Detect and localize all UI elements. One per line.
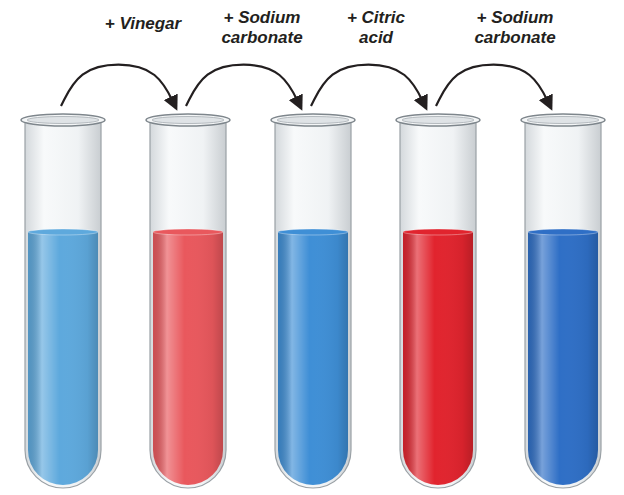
transfer-arrow xyxy=(186,65,301,108)
liquid-surface xyxy=(278,229,348,235)
liquid-shine xyxy=(278,232,348,485)
tube-rim xyxy=(21,114,105,126)
tube-mouth xyxy=(27,117,99,124)
test-tube xyxy=(396,114,480,488)
transfer-arrow xyxy=(61,65,176,108)
test-tube xyxy=(521,114,605,488)
reagent-label: + Sodium carbonate xyxy=(460,8,570,47)
tube-rim xyxy=(146,114,230,126)
tube-mouth xyxy=(152,117,224,124)
tube-mouth xyxy=(527,117,599,124)
reagent-label: + Vinegar xyxy=(83,14,203,34)
liquid-surface xyxy=(153,229,223,235)
tube-liquid xyxy=(528,232,598,485)
transfer-arrow xyxy=(311,65,426,108)
tube-mouth xyxy=(277,117,349,124)
tube-rim xyxy=(396,114,480,126)
test-tube xyxy=(271,114,355,488)
test-tube xyxy=(21,114,105,488)
liquid-surface xyxy=(528,229,598,235)
tube-glass xyxy=(400,120,476,488)
tube-liquid xyxy=(153,232,223,485)
tube-rim xyxy=(521,114,605,126)
liquid-surface xyxy=(403,229,473,235)
tube-rim xyxy=(271,114,355,126)
tube-glass xyxy=(525,120,601,488)
tube-liquid xyxy=(28,232,98,485)
tube-mouth xyxy=(402,117,474,124)
liquid-shine xyxy=(528,232,598,485)
liquid-shine xyxy=(153,232,223,485)
liquid-shine xyxy=(403,232,473,485)
tube-liquid xyxy=(278,232,348,485)
reagent-label: + Sodium carbonate xyxy=(207,8,317,47)
test-tube xyxy=(146,114,230,488)
tube-liquid xyxy=(403,232,473,485)
liquid-surface xyxy=(28,229,98,235)
tube-glass xyxy=(275,120,351,488)
tube-glass xyxy=(150,120,226,488)
tube-glass xyxy=(25,120,101,488)
reagent-label: + Citric acid xyxy=(331,8,421,47)
transfer-arrow xyxy=(436,65,551,108)
liquid-shine xyxy=(28,232,98,485)
